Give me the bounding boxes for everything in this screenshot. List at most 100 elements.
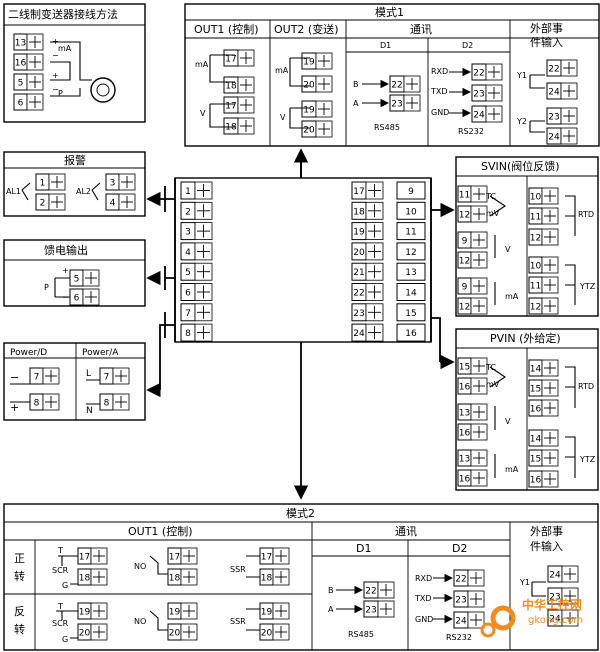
pvin-v: V bbox=[505, 417, 511, 426]
mode2-txd: TXD bbox=[414, 594, 432, 603]
mode1-y1: Y1 bbox=[516, 71, 527, 80]
svin-left-terminal-2: 9 bbox=[457, 231, 488, 249]
mode2-d1-a: A bbox=[328, 605, 334, 614]
mode2-rev-col1-terminal-20: 20 bbox=[167, 623, 198, 641]
center-right-terminal-21-number: 21 bbox=[353, 268, 364, 278]
mode1-d2-terminal-1: 23 bbox=[471, 84, 503, 102]
svin-rtd: RTD bbox=[578, 210, 594, 219]
two-wire-title: 二线制变送器接线方法 bbox=[8, 7, 118, 21]
mode2-fwd-col0-terminal-17: 17 bbox=[77, 547, 108, 565]
center-right-label-14: 14 bbox=[396, 283, 426, 301]
power-a-terminal-7: 7 bbox=[99, 367, 130, 385]
svin-right-terminal-3-number: 10 bbox=[530, 262, 542, 272]
mode1-ext-terminal-0: 22 bbox=[546, 59, 578, 77]
mode2-rev-col2-terminal-19-number: 19 bbox=[261, 608, 273, 618]
mode1-out2-v: V bbox=[280, 113, 286, 122]
center-right-terminal-17: 17 bbox=[351, 181, 384, 200]
mode1-title: 模式1 bbox=[375, 6, 404, 19]
svin-right-terminal-0-number: 10 bbox=[530, 193, 542, 203]
center-right-label-10: 10 bbox=[396, 201, 426, 220]
center-left-terminal-2-number: 2 bbox=[185, 207, 191, 217]
pvin-ma: mA bbox=[505, 465, 519, 474]
pvin-right-terminal-3: 14 bbox=[528, 429, 559, 447]
svin-right-terminal-5: 12 bbox=[528, 297, 559, 315]
mode1-d2-terminal-2-number: 24 bbox=[473, 111, 485, 121]
power-d-minus: − bbox=[10, 371, 19, 384]
center-body bbox=[174, 177, 432, 343]
two-wire-p: P bbox=[58, 89, 63, 98]
center-right-label-15: 15 bbox=[396, 303, 426, 322]
center-left-terminal-7: 7 bbox=[180, 303, 213, 322]
mode2-fwd-col1-terminal-17: 17 bbox=[167, 547, 198, 565]
svin-ytz: YTZ bbox=[579, 282, 596, 291]
svin-left-terminal-0: 11 bbox=[457, 185, 488, 203]
alarm-terminal-1-number: 1 bbox=[40, 179, 46, 189]
mode2-rev-2: 转 bbox=[14, 622, 25, 636]
mode2-rev-g: G bbox=[62, 635, 68, 644]
mode2-fwd-col0-terminal-18: 18 bbox=[77, 568, 108, 586]
center-right-label-9: 9 bbox=[396, 181, 426, 200]
center-right-terminal-20-number: 20 bbox=[353, 248, 365, 258]
svin-right-terminal-1: 11 bbox=[528, 207, 559, 225]
alarm-terminal-2: 2 bbox=[35, 193, 66, 211]
svg-text:11: 11 bbox=[405, 228, 416, 238]
mode1-rs232: RS232 bbox=[458, 127, 484, 136]
mode2-d1-terminal-22-number: 22 bbox=[365, 587, 376, 597]
pvin-right-terminal-5: 16 bbox=[528, 470, 559, 488]
mode2-fwd-col2-terminal-17: 17 bbox=[259, 547, 290, 565]
mode1-rs485: RS485 bbox=[374, 123, 400, 132]
mode1-out1-terminal-0-number: 17 bbox=[225, 55, 236, 65]
mode1-ext-terminal-2: 23 bbox=[546, 107, 578, 125]
center-left-terminal-5: 5 bbox=[180, 262, 213, 281]
mode2-fwd-t: T bbox=[57, 546, 63, 555]
mode1-d2-terminal-0-number: 22 bbox=[473, 69, 484, 79]
power-d-terminal-8: 8 bbox=[29, 393, 60, 411]
alarm-title: 报警 bbox=[64, 153, 86, 167]
svg-text:12: 12 bbox=[405, 248, 416, 258]
pvin-left-terminal-1: 16 bbox=[457, 377, 488, 395]
two-wire-ma: mA bbox=[58, 44, 72, 53]
svin-right-terminal-0: 10 bbox=[528, 187, 559, 205]
power-d-terminal-7-number: 7 bbox=[34, 373, 40, 383]
mode2-rev-col0-terminal-20-number: 20 bbox=[79, 629, 91, 639]
svin-ma: mA bbox=[505, 292, 519, 301]
mode1-ext-terminal-1: 24 bbox=[546, 82, 578, 100]
mode1-panel: 模式1 OUT1 (控制) OUT2 (变送) 通讯 外部事 件输入 D1 D2… bbox=[184, 3, 600, 147]
gear-icon bbox=[490, 605, 516, 631]
pvin-left-terminal-0-number: 15 bbox=[459, 363, 470, 373]
mode2-rev-col2-terminal-20: 20 bbox=[259, 623, 290, 641]
mode2-fwd-col2-terminal-18-number: 18 bbox=[261, 574, 273, 584]
feed-terminals: 56 bbox=[69, 269, 100, 306]
mode2-fwd-col1-terminal-17-number: 17 bbox=[169, 553, 180, 563]
mode2-fwd-2: 转 bbox=[14, 569, 25, 583]
mode1-ext-terminal-1-number: 24 bbox=[548, 88, 560, 98]
two-wire-terminal-13-number: 13 bbox=[15, 39, 26, 49]
mode2-gnd: GND bbox=[415, 615, 433, 624]
watermark-line1: 中华工控网 bbox=[522, 597, 582, 612]
two-wire-terminal-16: 16 bbox=[13, 53, 44, 71]
center-left-terminal-3: 3 bbox=[180, 222, 213, 241]
pvin-left-terminal-3-number: 16 bbox=[459, 429, 471, 439]
mode1-gnd: GND bbox=[431, 108, 449, 117]
svin-left-terminal-4-number: 9 bbox=[462, 283, 468, 293]
power-a-terminal-7-number: 7 bbox=[104, 373, 110, 383]
two-wire-plus-b: + bbox=[52, 71, 59, 80]
svg-text:10: 10 bbox=[405, 207, 417, 217]
mode2-fwd-col2-terminal-17-number: 17 bbox=[261, 553, 272, 563]
center-left-terminal-6: 6 bbox=[180, 283, 213, 301]
center-right-terminal-20: 20 bbox=[351, 242, 384, 261]
pvin-left-terminal-0: 15 bbox=[457, 357, 488, 375]
pvin-left-terminal-2-number: 13 bbox=[459, 409, 470, 419]
two-wire-terminal-13: 13 bbox=[13, 33, 44, 51]
mode2-d2-terminal-1-number: 23 bbox=[455, 596, 466, 606]
mode2-d2-terminal-2: 24 bbox=[453, 611, 485, 629]
svin-left-terminal-4: 9 bbox=[457, 277, 488, 295]
mode2-rev-scr: SCR bbox=[52, 619, 69, 628]
mode1-d1-a: A bbox=[353, 99, 359, 108]
mode1-out1-terminal-3: 18 bbox=[223, 117, 255, 135]
mode1-out1-terminal-2-number: 17 bbox=[225, 102, 236, 112]
